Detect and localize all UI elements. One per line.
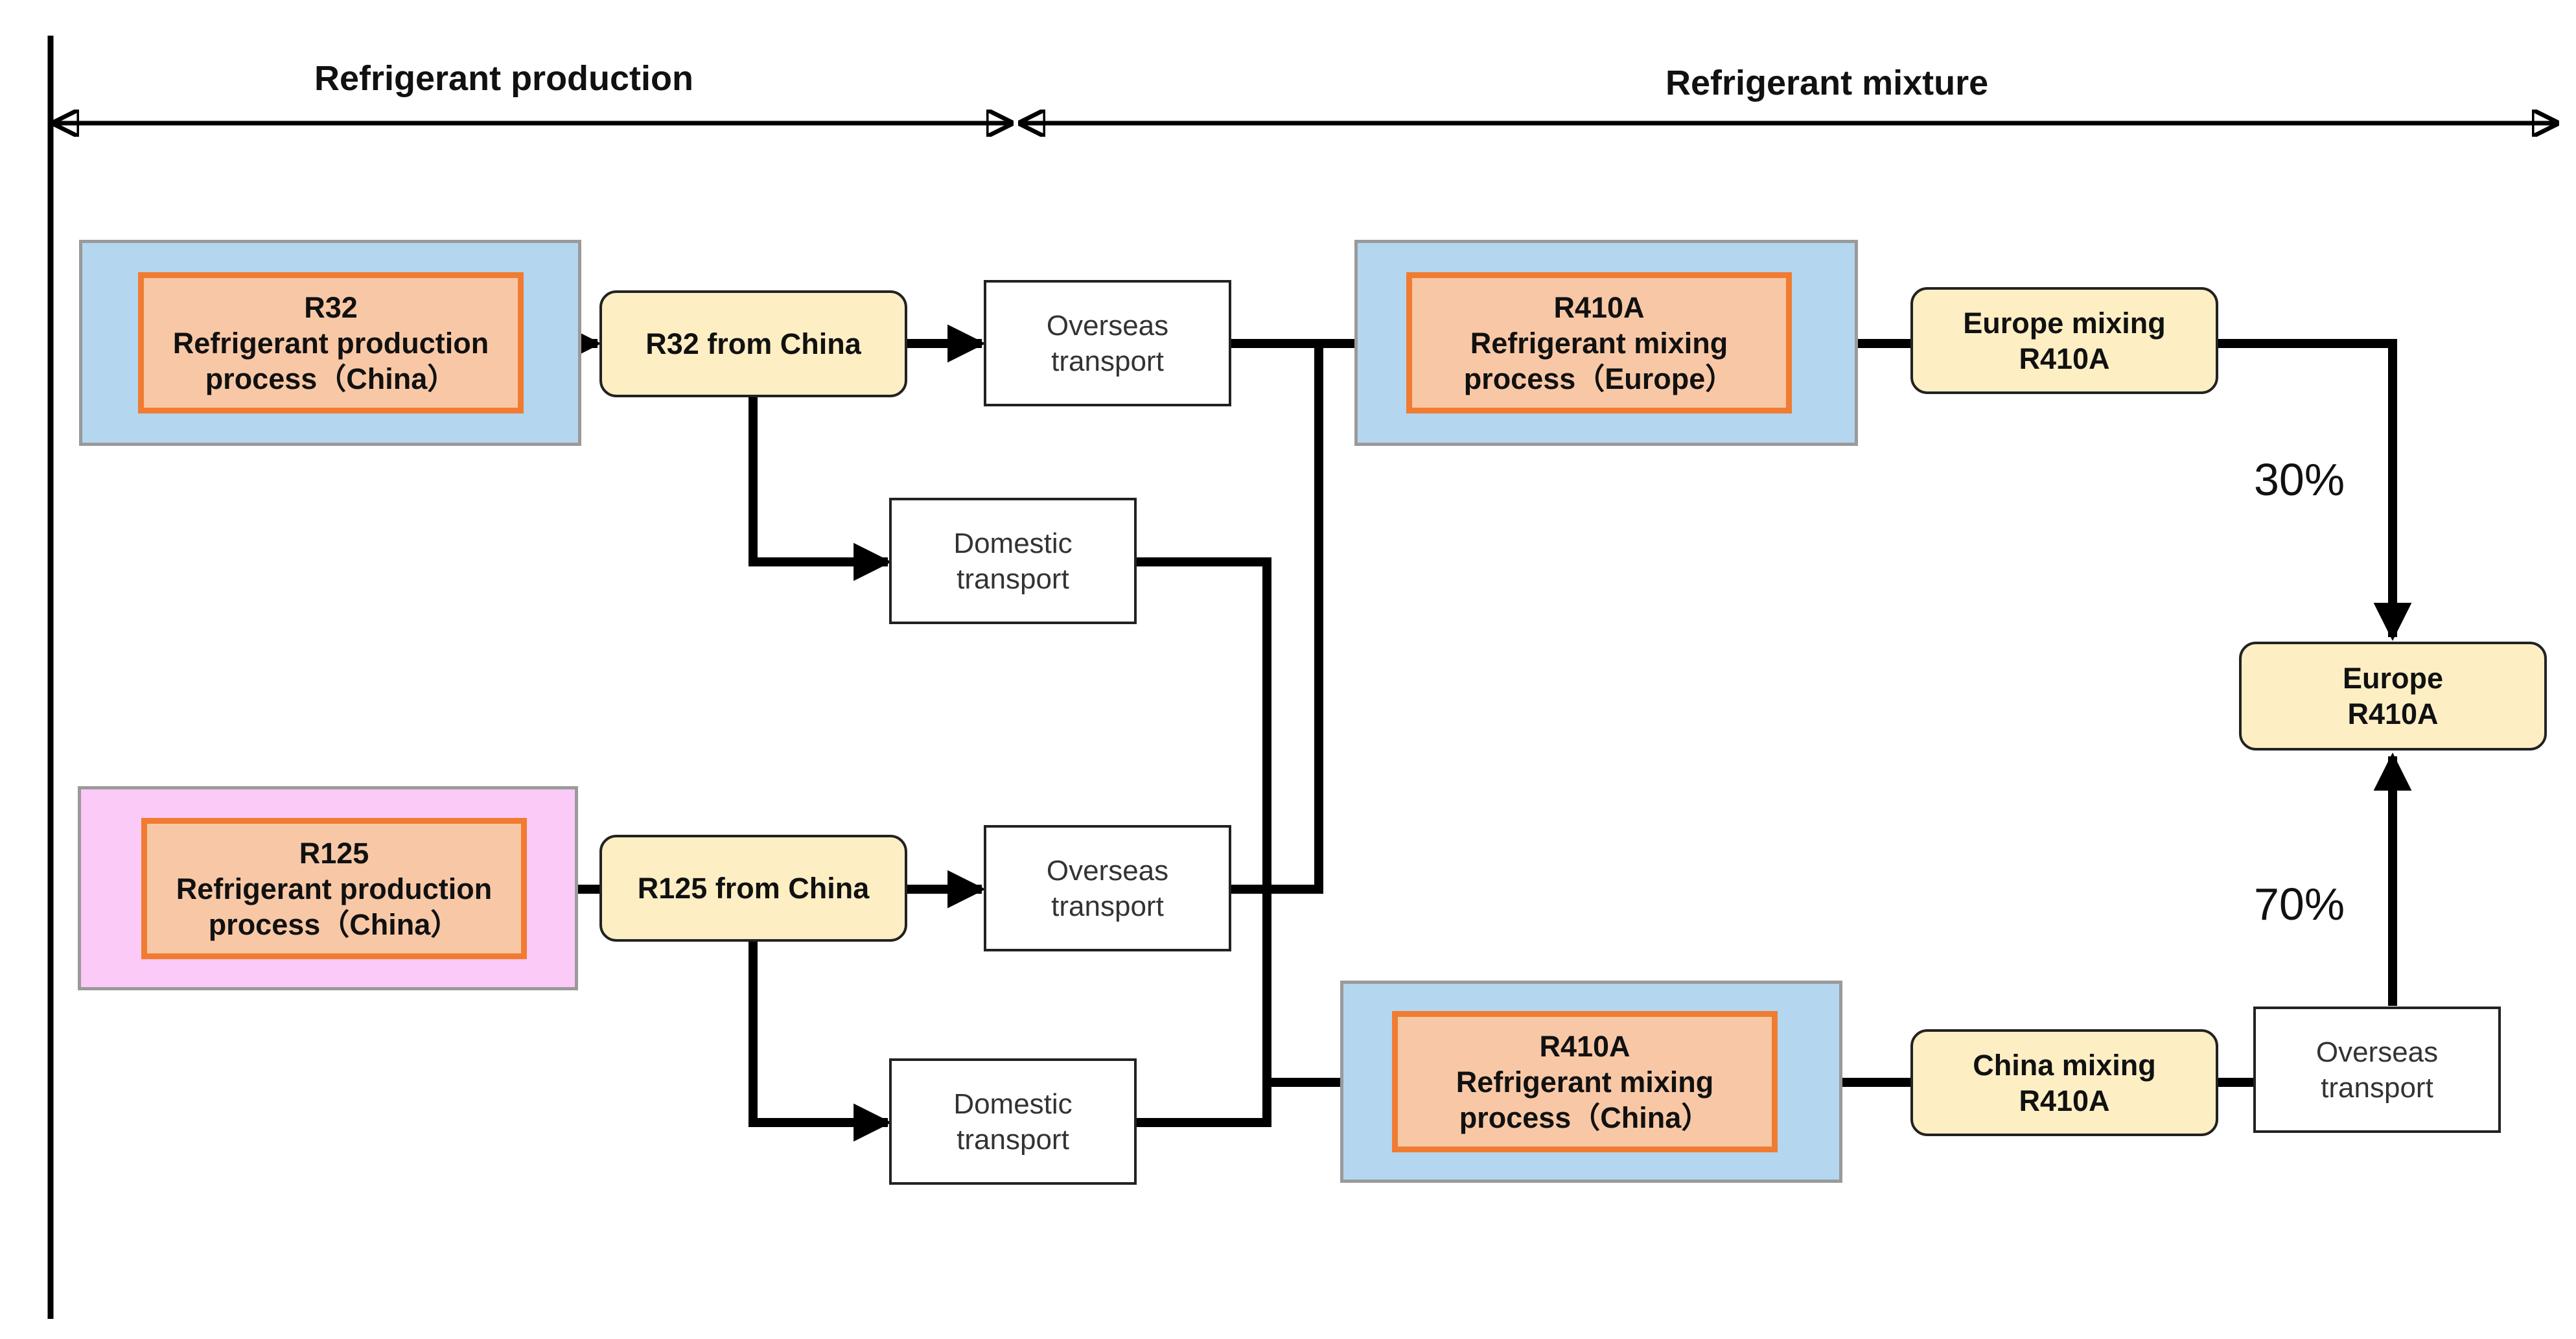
share-china-mixed: 70% [2254, 879, 2345, 929]
header-production: Refrigerant production [314, 59, 694, 98]
r410a-china-line-3: process（China） [1459, 1100, 1711, 1134]
europe-mixing-r410a: Europe mixing R410A [1910, 287, 2218, 394]
china-mixing-line-1: China mixing [1973, 1048, 2156, 1082]
r410a-mixing-process-europe: R410A Refrigerant mixing process（Europe） [1406, 272, 1792, 413]
edge-domestic1-to-china-line [1135, 557, 1271, 1082]
domestic-2-line-1: Domestic [953, 1088, 1073, 1120]
r125-from-china: R125 from China [599, 835, 907, 942]
edge-domestic2-to-china-line [1135, 1082, 1271, 1127]
overseas-2-line-1: Overseas [1046, 854, 1169, 887]
europe-mixing-line-2: R410A [2019, 342, 2110, 375]
r125-process-line-3: process（China） [208, 907, 460, 941]
r410a-china-line-1: R410A [1539, 1029, 1630, 1063]
overseas-1-line-2: transport [1051, 345, 1164, 377]
share-europe-mixed: 30% [2254, 454, 2345, 505]
edge-r32-to-domestic1 [748, 397, 892, 581]
china-mixing-r410a: China mixing R410A [1910, 1029, 2218, 1136]
r410a-europe-line-3: process（Europe） [1463, 362, 1735, 395]
europe-r410a: Europe R410A [2239, 642, 2547, 751]
r32-from-china-label: R32 from China [645, 327, 861, 360]
edge-overseas2-to-europe-line [1229, 343, 1323, 894]
domestic-1-line-2: transport [957, 563, 1069, 595]
r125-process-line-2: Refrigerant production [176, 872, 493, 905]
domestic-1-line-1: Domestic [953, 527, 1073, 559]
r410a-china-line-2: Refrigerant mixing [1456, 1065, 1714, 1099]
overseas-1-line-1: Overseas [1046, 309, 1169, 342]
r410a-mixing-process-china: R410A Refrigerant mixing process（China） [1392, 1011, 1778, 1152]
europe-mixing-line-1: Europe mixing [1963, 306, 2166, 340]
edge-europe-mixing-to-europe-r410a [2218, 339, 2412, 641]
overseas-transport-r32: Overseas transport [984, 280, 1231, 406]
r125-production-process: R125 Refrigerant production process（Chin… [141, 818, 527, 959]
r32-process-line-3: process（China） [205, 362, 457, 395]
overseas-3-line-1: Overseas [2315, 1036, 2439, 1068]
europe-r410a-line-1: Europe [2342, 662, 2444, 695]
r32-process-line-2: Refrigerant production [172, 326, 489, 360]
china-mixing-line-2: R410A [2019, 1084, 2110, 1117]
domestic-transport-r125: Domestic transport [889, 1058, 1137, 1185]
r125-from-china-label: R125 from China [637, 872, 870, 905]
r125-process-line-1: R125 [299, 836, 369, 870]
overseas-3-line-2: transport [2321, 1071, 2433, 1104]
overseas-transport-china-mix: Overseas transport [2253, 1007, 2501, 1133]
r410a-europe-line-2: Refrigerant mixing [1470, 326, 1728, 360]
header-mixture: Refrigerant mixture [1665, 64, 1989, 102]
domestic-2-line-2: transport [957, 1123, 1069, 1156]
r410a-europe-line-1: R410A [1553, 290, 1645, 324]
r32-from-china: R32 from China [599, 290, 907, 397]
r32-process-line-1: R32 [304, 290, 358, 324]
r32-production-process: R32 Refrigerant production process（China… [138, 272, 524, 413]
domestic-transport-r32: Domestic transport [889, 498, 1137, 624]
europe-r410a-line-2: R410A [2347, 697, 2439, 730]
edge-r125-to-domestic2 [748, 941, 892, 1142]
overseas-2-line-2: transport [1051, 890, 1164, 922]
overseas-transport-r125: Overseas transport [984, 825, 1231, 951]
